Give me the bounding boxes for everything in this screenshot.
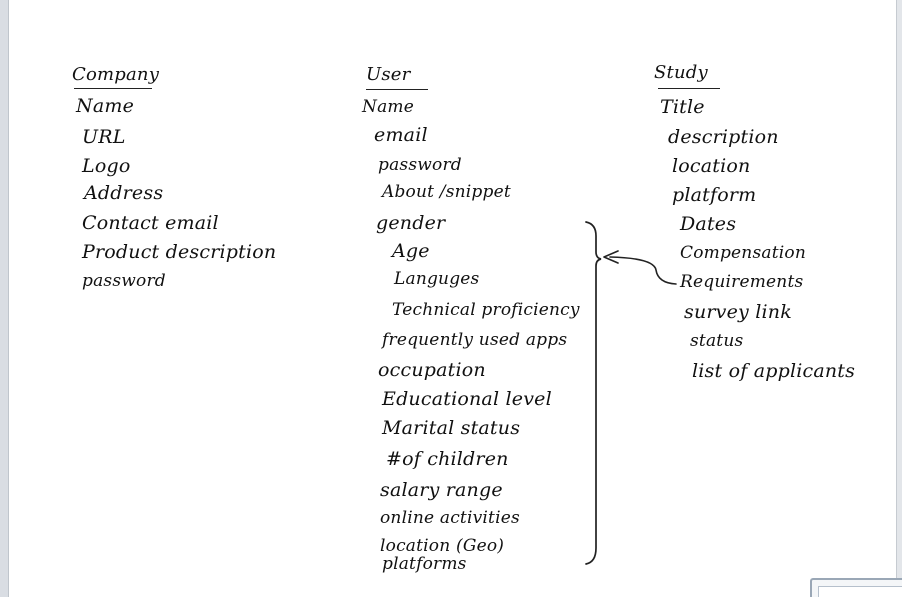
user-field-occupation: occupation — [378, 359, 486, 381]
company-field-address: Address — [84, 182, 164, 204]
study-field-title: Title — [660, 96, 705, 118]
user-field-platforms: platforms — [382, 554, 467, 574]
user-field-gender: gender — [376, 212, 446, 234]
study-heading-underline — [658, 88, 720, 89]
curly-brace — [585, 221, 602, 565]
user-field-online-activities: online activities — [380, 508, 520, 528]
user-field-marital-status: Marital status — [382, 417, 521, 439]
study-field-status: status — [690, 331, 744, 351]
study-field-platform: platform — [672, 184, 757, 206]
user-field-languages: Languges — [394, 269, 480, 289]
company-field-logo: Logo — [82, 155, 131, 177]
user-field-salary-range: salary range — [380, 479, 503, 501]
window-corner-inner — [818, 586, 902, 597]
window-corner-widget — [810, 578, 902, 597]
connector-arrow-line — [609, 256, 677, 285]
user-heading-underline — [366, 89, 428, 90]
user-field-about: About /snippet — [382, 182, 511, 202]
user-field-frequently-used-apps: frequently used apps — [382, 330, 568, 350]
window-right-edge — [896, 0, 902, 597]
study-heading: Study — [654, 62, 708, 83]
study-field-requirements: Requirements — [680, 272, 804, 292]
company-heading: Company — [72, 64, 160, 85]
user-field-email: email — [374, 124, 428, 146]
user-field-number-of-children: #of children — [386, 448, 509, 470]
company-field-product-description: Product description — [82, 241, 277, 263]
user-field-password: password — [378, 155, 462, 175]
user-field-age: Age — [392, 240, 430, 262]
user-field-technical-proficiency: Technical proficiency — [392, 300, 580, 320]
study-field-list-of-applicants: list of applicants — [692, 360, 856, 382]
study-field-dates: Dates — [680, 213, 737, 235]
window-left-edge — [0, 0, 9, 597]
user-heading: User — [366, 64, 411, 85]
study-field-description: description — [668, 126, 779, 148]
user-field-name: Name — [362, 97, 414, 117]
company-field-password: password — [82, 271, 166, 291]
company-field-name: Name — [76, 95, 135, 117]
user-field-location-geo: location (Geo) — [380, 536, 505, 556]
company-field-url: URL — [82, 126, 126, 148]
company-heading-underline — [74, 88, 152, 89]
study-field-location: location — [672, 155, 751, 177]
arrow-head-icon — [603, 250, 619, 264]
study-field-survey-link: survey link — [684, 301, 792, 323]
user-field-educational-level: Educational level — [382, 388, 552, 410]
company-field-contact-email: Contact email — [82, 212, 219, 234]
study-field-compensation: Compensation — [680, 243, 806, 263]
